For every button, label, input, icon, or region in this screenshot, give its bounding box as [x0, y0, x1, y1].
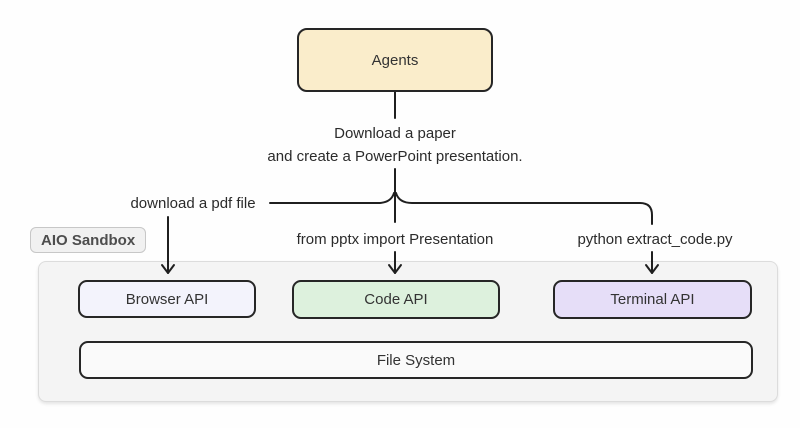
- sandbox-badge-label: AIO Sandbox: [41, 231, 136, 249]
- connector-split-left: [269, 192, 395, 204]
- terminal-api-label: Terminal API: [610, 291, 695, 308]
- connector-split-right: [395, 192, 653, 225]
- browser-api-box: Browser API: [78, 280, 256, 318]
- file-system-box: File System: [79, 341, 753, 379]
- terminal-api-box: Terminal API: [553, 280, 752, 319]
- sandbox-badge: AIO Sandbox: [30, 227, 147, 253]
- code-api-box: Code API: [292, 280, 500, 319]
- task-annotation-line1: Download a paper: [334, 125, 456, 142]
- agents-box: Agents: [297, 28, 493, 92]
- code-branch-annotation: from pptx import Presentation: [296, 231, 494, 248]
- task-annotation: Download a paper and create a PowerPoint…: [267, 122, 522, 168]
- browser-branch-annotation: download a pdf file: [130, 195, 256, 212]
- task-annotation-line2: and create a PowerPoint presentation.: [267, 148, 523, 165]
- terminal-branch-annotation: python extract_code.py: [577, 231, 733, 248]
- agents-label: Agents: [371, 51, 419, 69]
- browser-api-label: Browser API: [125, 290, 209, 308]
- file-system-label: File System: [376, 351, 456, 369]
- code-api-label: Code API: [364, 291, 428, 308]
